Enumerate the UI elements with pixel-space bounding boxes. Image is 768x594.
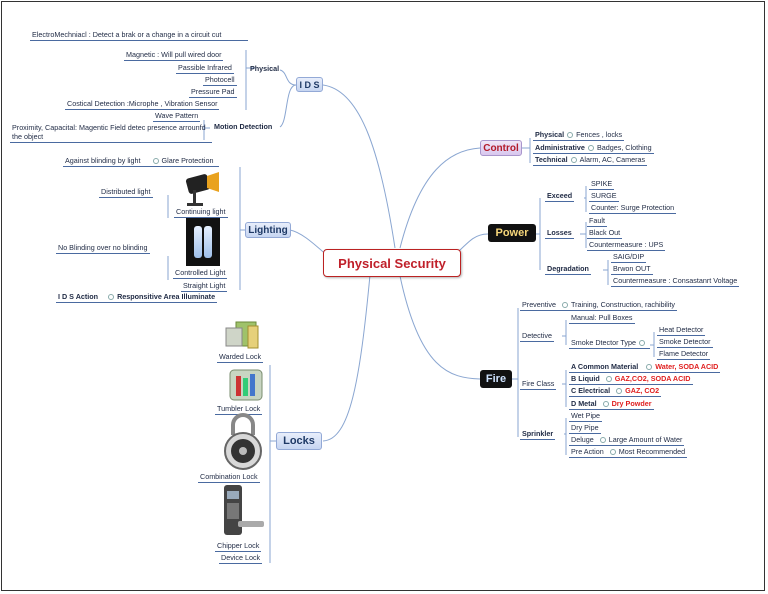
power-constant-voltage: Countermeasure : Consastanrt Voltage [611,276,740,287]
lighting-controlled: Controlled Light [173,268,228,279]
lock-device: Device Lock [219,553,263,564]
ids-item-photocell: Photocell [203,75,237,86]
lighting-distributed: Distributed light [99,187,153,198]
power-losses[interactable]: Losses [545,228,574,239]
link-locks [322,274,371,442]
fire-class[interactable]: Fire Class [520,379,557,390]
fire-manual: Manual: Pull Boxes [569,313,635,324]
ids-item-magnetic: Magnetic : Will pull wired door [124,50,224,61]
ids-motion-label[interactable]: Motion Detection [214,122,273,131]
link-fire [399,275,481,380]
lighting-no-blinding: No Blinding over no blinding [56,243,150,254]
power-node[interactable]: Power [488,224,536,242]
power-blackout: Black Out [587,228,623,239]
warded-lock-icon [225,321,259,349]
power-exceed[interactable]: Exceed [545,191,575,202]
fire-dry-pipe: Dry Pipe [569,423,601,434]
link-ids [322,84,396,249]
ids-item-pressure-pad: Pressure Pad [189,87,237,98]
power-surge: SURGE [589,191,619,202]
power-surge-protection: Counter: Surge Protection [589,203,677,214]
power-brownout: Brwon OUT [611,264,653,275]
ids-item-electromechanical: ElectroMechniacl : Detect a brak or a ch… [30,30,248,41]
lock-cipher: Chipper Lock [215,541,262,552]
lighting-continuing: Continuing light [174,207,228,218]
fire-sprinkler[interactable]: Sprinkler [520,429,556,440]
ids-item-acoustic: Costical Detection :Microphe , Vibration… [65,99,220,110]
lock-combination: Combination Lock [198,472,260,483]
power-spike: SPIKE [589,179,615,190]
power-sag: SAIG/DIP [611,252,647,263]
ids-item-passive-infrared: Passible Infrared [176,63,234,74]
spotlight-icon [185,172,219,206]
fire-node[interactable]: Fire [480,370,512,388]
lighting-node[interactable]: Lighting [245,222,291,238]
power-degradation[interactable]: Degradation [545,264,591,275]
fire-wet-pipe: Wet Pipe [569,411,603,422]
combination-lock-icon [224,413,262,470]
link-control [399,147,481,249]
lighting-straight: Straight Light [181,281,228,292]
power-fault: Fault [587,216,607,227]
fire-flame-detector: Flame Detector [657,349,711,360]
control-node[interactable]: Control [480,140,522,156]
ids-item-proximity: Proximity, Capacital: Magentic Field det… [10,123,212,143]
fire-smoke-detector: Smoke Detector [657,337,713,348]
central-topic[interactable]: Physical Security [323,249,461,277]
tumbler-lock-icon [229,369,263,401]
ids-physical-label[interactable]: Physical [250,64,280,73]
fire-heat-detector: Heat Detector [657,325,706,336]
bulb-icon [186,218,220,266]
fire-smoke-type: Smoke Dtector Type [569,338,650,349]
lock-warded: Warded Lock [217,352,264,363]
power-ups: Countermeasure : UPS [587,240,666,251]
ids-item-wave-pattern: Wave Pattern [153,111,201,122]
locks-node[interactable]: Locks [276,432,322,450]
cipher-lock-icon [224,485,264,535]
fire-detective[interactable]: Detective [520,331,554,342]
ids-node[interactable]: I D S [296,77,323,92]
